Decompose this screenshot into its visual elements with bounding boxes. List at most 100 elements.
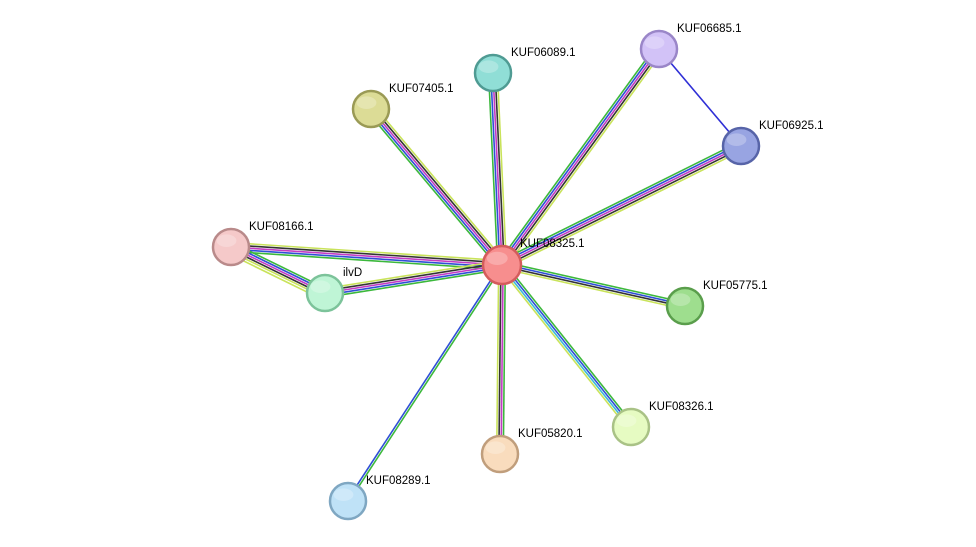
node-highlight <box>478 60 499 73</box>
node-ilvd[interactable]: ilvD <box>305 267 362 313</box>
node-label: KUF08166.1 <box>249 221 314 233</box>
edge-kuf08325-1-kuf05775-1[interactable] <box>501 260 686 311</box>
node-circle[interactable] <box>211 227 251 267</box>
node-circle[interactable] <box>611 407 651 447</box>
edge-kuf08325-1-kuf08289-1[interactable] <box>346 263 504 503</box>
edge-evidence-line <box>487 73 499 266</box>
edge-evidence-line <box>372 107 505 265</box>
node-circle[interactable] <box>481 244 523 286</box>
node-kuf08326-1[interactable]: KUF08326.1 <box>611 401 714 447</box>
edge-evidence-line <box>502 263 686 306</box>
edge-kuf08325-1-kuf06685-1[interactable] <box>497 45 664 269</box>
edge-evidence-line <box>324 264 503 294</box>
node-kuf08289-1[interactable]: KUF08289.1 <box>328 475 431 521</box>
edges-layer <box>227 45 744 503</box>
node-label: KUF08325.1 <box>520 238 585 250</box>
node-label: KUF08326.1 <box>649 401 714 413</box>
edge-kuf08325-1-kuf06089-1[interactable] <box>487 72 508 266</box>
edge-kuf08325-1-kuf05820-1[interactable] <box>495 264 507 455</box>
edge-kuf06685-1-kuf06925-1[interactable] <box>658 48 742 147</box>
edge-evidence-line <box>325 268 503 299</box>
edge-evidence-line <box>502 263 633 427</box>
edge-evidence-line <box>368 109 501 267</box>
edge-evidence-line <box>503 49 662 267</box>
edge-evidence-line <box>348 265 504 503</box>
edge-kuf08325-1-kuf08326-1[interactable] <box>498 262 635 430</box>
edge-kuf08325-1-kuf07405-1[interactable] <box>367 105 506 269</box>
edge-evidence-line <box>324 259 502 290</box>
node-highlight <box>670 293 691 307</box>
edge-evidence-line <box>500 265 504 455</box>
edge-evidence-line <box>502 265 507 455</box>
edge-evidence-line <box>501 267 685 311</box>
edge-evidence-line <box>503 149 744 270</box>
edge-evidence-line <box>502 260 686 304</box>
node-highlight <box>726 133 747 146</box>
node-kuf08166-1[interactable]: KUF08166.1 <box>211 221 314 267</box>
edge-evidence-line <box>498 266 630 430</box>
node-label: KUF07405.1 <box>389 83 454 95</box>
node-circle[interactable] <box>305 273 345 313</box>
edge-evidence-line <box>502 147 743 268</box>
node-circle[interactable] <box>473 53 513 93</box>
node-label: KUF08289.1 <box>366 475 431 487</box>
edge-evidence-line <box>230 248 502 268</box>
node-label: ilvD <box>343 267 362 279</box>
node-circle[interactable] <box>480 434 520 474</box>
edge-evidence-line <box>500 143 741 264</box>
node-label: KUF05775.1 <box>703 280 768 292</box>
edge-evidence-line <box>499 141 740 262</box>
edge-kuf08325-1-kuf06925-1[interactable] <box>499 141 744 270</box>
node-label: KUF05820.1 <box>518 428 583 440</box>
edge-evidence-line <box>500 265 631 429</box>
edge-evidence-line <box>492 72 503 266</box>
edge-evidence-line <box>504 51 664 269</box>
node-circle[interactable] <box>721 126 761 166</box>
node-circle[interactable] <box>351 89 391 129</box>
edge-kuf08325-1-ilvd[interactable] <box>324 259 503 299</box>
edge-evidence-line <box>498 264 502 454</box>
edge-evidence-line <box>494 72 505 265</box>
edge-evidence-line <box>367 111 500 269</box>
node-kuf05820-1[interactable]: KUF05820.1 <box>480 428 583 474</box>
edge-evidence-line <box>324 262 502 292</box>
node-highlight <box>310 280 331 294</box>
edge-evidence-line <box>346 263 502 501</box>
node-kuf06685-1[interactable]: KUF06685.1 <box>639 23 742 69</box>
node-highlight <box>644 36 665 49</box>
node-label: KUF06089.1 <box>511 47 576 59</box>
edge-evidence-line <box>231 244 503 264</box>
node-kuf08325-1[interactable]: KUF08325.1 <box>481 238 585 286</box>
node-kuf07405-1[interactable]: KUF07405.1 <box>351 83 454 129</box>
node-kuf05775-1[interactable]: KUF05775.1 <box>665 280 768 326</box>
edge-kuf08325-1-kuf08166-1[interactable] <box>230 241 503 271</box>
edge-evidence-line <box>490 73 501 266</box>
node-highlight <box>356 96 377 109</box>
node-circle[interactable] <box>665 286 705 326</box>
node-highlight <box>486 251 508 265</box>
node-highlight <box>485 441 506 455</box>
node-kuf06089-1[interactable]: KUF06089.1 <box>473 47 576 93</box>
edge-evidence-line <box>230 250 502 271</box>
edge-evidence-line <box>231 241 503 262</box>
node-circle[interactable] <box>328 481 368 521</box>
node-label: KUF06685.1 <box>677 23 742 35</box>
edge-evidence-line <box>325 266 503 296</box>
node-circle[interactable] <box>639 29 679 69</box>
edge-evidence-line <box>658 48 742 147</box>
edge-evidence-line <box>499 47 658 265</box>
edge-evidence-line <box>495 264 500 454</box>
edge-evidence-line <box>230 246 503 266</box>
edge-evidence-line <box>501 145 742 266</box>
edge-evidence-line <box>503 262 635 426</box>
node-highlight <box>616 414 637 428</box>
edge-evidence-line <box>497 45 657 263</box>
edge-evidence-line <box>501 265 685 308</box>
node-kuf06925-1[interactable]: KUF06925.1 <box>721 120 824 166</box>
edge-evidence-line <box>373 105 506 263</box>
node-highlight <box>216 234 237 247</box>
edge-evidence-line <box>496 72 508 265</box>
edge-evidence-line <box>501 48 660 266</box>
